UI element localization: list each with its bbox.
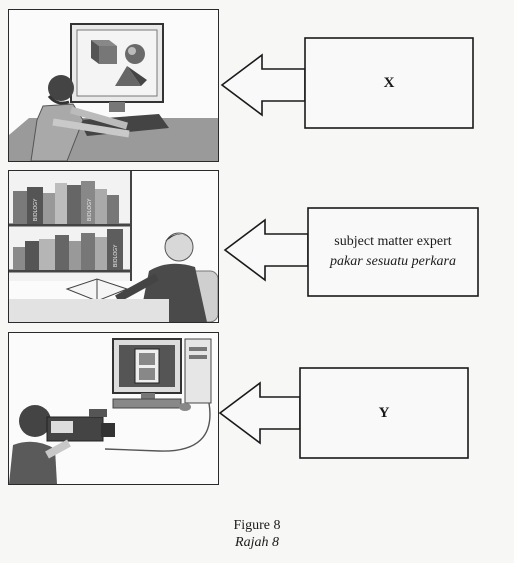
callout-x-text: X xyxy=(383,75,395,91)
book-spine-label: BIOLOGY xyxy=(33,198,39,221)
callout-label-y: Y xyxy=(300,368,468,458)
callout-label-sme: subject matter expert pakar sesuatu perk… xyxy=(308,208,478,296)
callout-sme-en: subject matter expert xyxy=(334,234,452,249)
book-spine-label: BIOLOGY xyxy=(113,244,119,267)
callout-label-x: X xyxy=(305,38,473,128)
figure-caption-en: Figure 8 xyxy=(233,518,281,533)
panel-video-recording xyxy=(8,332,219,485)
arrow-sme xyxy=(223,218,309,282)
reading-at-bookshelf-icon: BIOLOGY BIOLOGY BIOLOGY xyxy=(9,171,218,322)
panel-reading-books: BIOLOGY BIOLOGY BIOLOGY xyxy=(8,170,219,323)
arrow-y xyxy=(218,381,301,445)
callout-y-text: Y xyxy=(378,405,390,421)
panel-3d-modelling xyxy=(8,9,219,162)
book-spine-label: BIOLOGY xyxy=(87,198,93,221)
figure-caption-ms: Rajah 8 xyxy=(235,535,279,550)
arrow-x xyxy=(220,53,306,117)
callout-sme-ms: pakar sesuatu perkara xyxy=(330,254,456,269)
computer-3d-modelling-icon xyxy=(9,23,218,161)
video-recording-icon xyxy=(9,338,212,484)
